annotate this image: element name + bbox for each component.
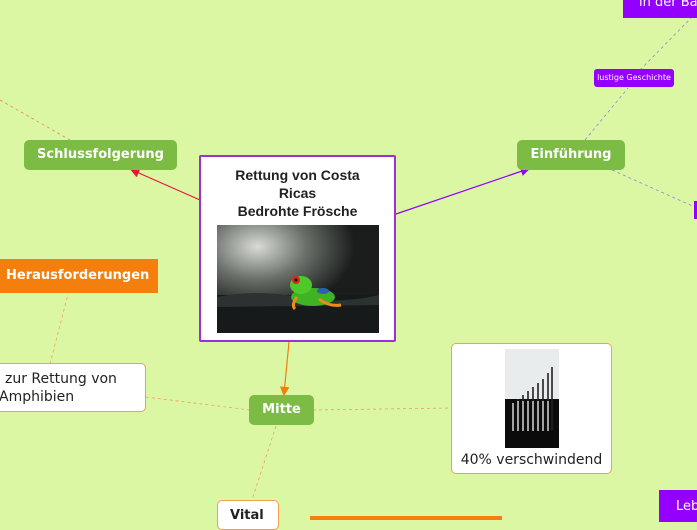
topic-herausforderungen[interactable]: Herausforderungen — [0, 259, 158, 293]
edge-mitte-to-stat — [312, 407, 453, 411]
topic-rettung-amphibien[interactable]: zur Rettung von Amphibien — [0, 363, 146, 412]
topic-lustige-geschichte[interactable]: lustige Geschichte — [594, 69, 674, 87]
edge-schluss-to-offscreen — [0, 99, 71, 141]
rettung-line1: zur Rettung von — [5, 371, 117, 387]
edge-einf-to-offscreen — [611, 169, 697, 209]
frog-photo — [217, 225, 379, 333]
topic-in-der-ba[interactable]: in der Ba — [623, 0, 697, 18]
topic-stat-card[interactable]: 40% verschwindend — [451, 343, 612, 474]
topic-einfuehrung-label: Einführung — [530, 147, 612, 162]
edge-einf-to-lustige — [584, 87, 629, 141]
edge-mitte-to-rettung — [145, 396, 251, 411]
topic-schlussfolgerung-label: Schlussfolgerung — [37, 147, 164, 162]
edge-central-to-schlussfolgerung — [129, 168, 201, 201]
vital-label: Vital — [230, 508, 264, 523]
edge-rettung-to-herausf — [49, 293, 69, 365]
topic-vital[interactable]: Vital — [217, 500, 279, 530]
topic-einfuehrung[interactable]: Einführung — [517, 140, 625, 170]
edge-lustige-to-inderba — [639, 11, 697, 71]
in-der-ba-label: in der Ba — [639, 0, 697, 10]
leb-label: Leb — [676, 499, 697, 514]
topic-mitte[interactable]: Mitte — [249, 395, 314, 425]
declining-bars-photo — [505, 349, 559, 448]
topic-leb[interactable]: Leb — [659, 490, 697, 522]
topic-herausforderungen-label: Herausforderungen — [6, 268, 150, 283]
rettung-line2: Amphibien — [0, 389, 75, 405]
orange-topic-partial[interactable] — [310, 516, 502, 520]
topic-schlussfolgerung[interactable]: Schlussfolgerung — [24, 140, 177, 170]
central-title: Rettung von Costa Ricas Bedrohte Frösche — [235, 167, 360, 219]
stat-caption: 40% verschwindend — [460, 452, 603, 468]
central-topic[interactable]: Rettung von Costa Ricas Bedrohte Frösche — [199, 155, 396, 342]
edge-mitte-to-vital — [251, 425, 277, 501]
topic-mitte-label: Mitte — [262, 402, 301, 417]
lustige-label: lustige Geschichte — [597, 73, 671, 82]
edge-central-to-einfuehrung — [395, 166, 531, 215]
edge-central-to-mitte — [279, 341, 290, 397]
topic-purple-offscreen[interactable] — [694, 201, 697, 219]
